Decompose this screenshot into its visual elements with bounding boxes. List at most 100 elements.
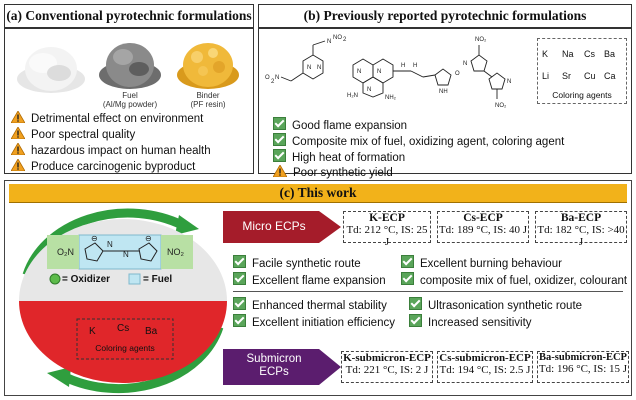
binder-label: Binder(PF resin) (190, 91, 226, 109)
warning-icon (273, 165, 287, 177)
fuel-label: Fuel(Al/Mg powder) (102, 91, 158, 109)
fuel-legend-label: = Fuel (143, 274, 173, 285)
check-icon (233, 314, 246, 327)
panel-c-divider (233, 291, 623, 292)
bullet-item: hazardous impact on human health (11, 143, 211, 159)
bullet-item: Excellent initiation efficiency (233, 314, 395, 331)
bullet-item: Excellent flame expansion (233, 272, 386, 289)
bullet-item: Excellent burning behaviour (401, 255, 627, 272)
ion-cu: Cu (584, 71, 596, 81)
panel-a: (a) Conventional pyrotechnic formulation… (4, 4, 254, 174)
bullet-item: Detrimental effect on environment (11, 111, 211, 127)
micro-features-right: Excellent burning behaviour composite mi… (401, 255, 627, 289)
panel-c-title: (c) This work (279, 185, 357, 200)
panel-c-title-bar (9, 184, 627, 203)
panel-b-divider (259, 27, 631, 29)
svg-text:NO: NO (333, 35, 342, 41)
oxidizer-label: = Oxidizer (62, 274, 111, 285)
micro-ecps-arrow (223, 211, 341, 243)
check-icon (401, 272, 414, 285)
warning-icon (11, 127, 25, 139)
svg-text:NO₂: NO₂ (495, 103, 507, 109)
panel-b: (b) Previously reported pyrotechnic form… (258, 4, 632, 179)
check-icon (233, 272, 246, 285)
svg-text:N: N (327, 39, 331, 45)
warning-icon (11, 111, 25, 123)
ion-ba: Ba (604, 49, 616, 59)
svg-text:2: 2 (271, 79, 275, 85)
svg-text:N: N (317, 65, 321, 71)
ion-k: K (542, 49, 549, 59)
panel-b-title: (b) Previously reported pyrotechnic form… (303, 8, 587, 23)
micro-ecps-label: Micro ECPs (242, 219, 306, 233)
panel-a-divider (5, 27, 253, 29)
check-icon (273, 149, 286, 162)
check-icon (233, 255, 246, 268)
check-icon (233, 297, 246, 310)
bullet-item: Composite mix of fuel, oxidizing agent, … (273, 133, 564, 149)
svg-text:2: 2 (343, 37, 347, 43)
svg-text:NH: NH (439, 89, 448, 95)
bullet-item: Good flame expansion (273, 117, 564, 133)
fuel-powder-image (99, 43, 161, 89)
svg-text:N: N (107, 240, 113, 249)
svg-text:NH₂: NH₂ (385, 95, 397, 101)
bullet-item: Facile synthetic route (233, 255, 386, 272)
bullet-item: Produce carcinogenic byproduct (11, 159, 211, 175)
svg-text:N: N (357, 69, 361, 75)
bullet-item: Poor spectral quality (11, 127, 211, 143)
warning-icon (11, 143, 25, 155)
svg-text:H: H (401, 63, 405, 69)
white-powder-image (17, 47, 85, 93)
svg-text:NO₂: NO₂ (167, 247, 185, 257)
svg-text:N: N (123, 250, 129, 259)
svg-text:⊖: ⊖ (145, 234, 152, 243)
svg-text:N: N (307, 65, 311, 71)
panel-a-title: (a) Conventional pyrotechnic formulation… (6, 8, 252, 23)
check-icon (273, 117, 286, 130)
ion-cs-c: Cs (117, 323, 130, 334)
ion-ca: Ca (604, 71, 616, 81)
sub-features-right: Ultrasonication synthetic route Increase… (409, 297, 582, 331)
bullet-item: Increased sensitivity (409, 314, 582, 331)
bullet-item: Ultrasonication synthetic route (409, 297, 582, 314)
ion-sr: Sr (562, 71, 571, 81)
ion-k-c: K (89, 326, 96, 337)
svg-text:H₂N: H₂N (347, 93, 358, 99)
svg-text:O: O (265, 75, 270, 81)
panel-a-bullets: Detrimental effect on environment Poor s… (11, 111, 211, 175)
bullet-item: Enhanced thermal stability (233, 297, 395, 314)
svg-text:N: N (275, 75, 279, 81)
coloring-agents-label-c: Coloring agents (95, 343, 155, 353)
sub-features-left: Enhanced thermal stability Excellent ini… (233, 297, 395, 331)
ion-li: Li (542, 71, 550, 81)
micro-features-left: Facile synthetic route Excellent flame e… (233, 255, 386, 289)
svg-text:N: N (507, 79, 511, 85)
check-icon (409, 297, 422, 310)
svg-text:O: O (455, 71, 460, 77)
svg-text:N: N (367, 87, 371, 93)
warning-icon (11, 159, 25, 171)
binder-resin-image (177, 43, 239, 89)
svg-text:N: N (463, 61, 467, 67)
check-icon (409, 314, 422, 327)
bullet-item: Poor synthetic yield (273, 165, 564, 180)
ion-na: Na (562, 49, 574, 59)
svg-text:N: N (377, 69, 381, 75)
panel-b-coloring-box: K Na Cs Ba Li Sr Cu Ca Coloring agents (537, 38, 627, 104)
svg-text:H: H (413, 63, 417, 69)
svg-text:NO₂: NO₂ (475, 37, 487, 43)
bullet-item: composite mix of fuel, oxidizer, coloura… (401, 272, 627, 289)
check-icon (401, 255, 414, 268)
ion-ba-c: Ba (145, 326, 158, 337)
coloring-agents-label: Coloring agents (552, 90, 612, 100)
